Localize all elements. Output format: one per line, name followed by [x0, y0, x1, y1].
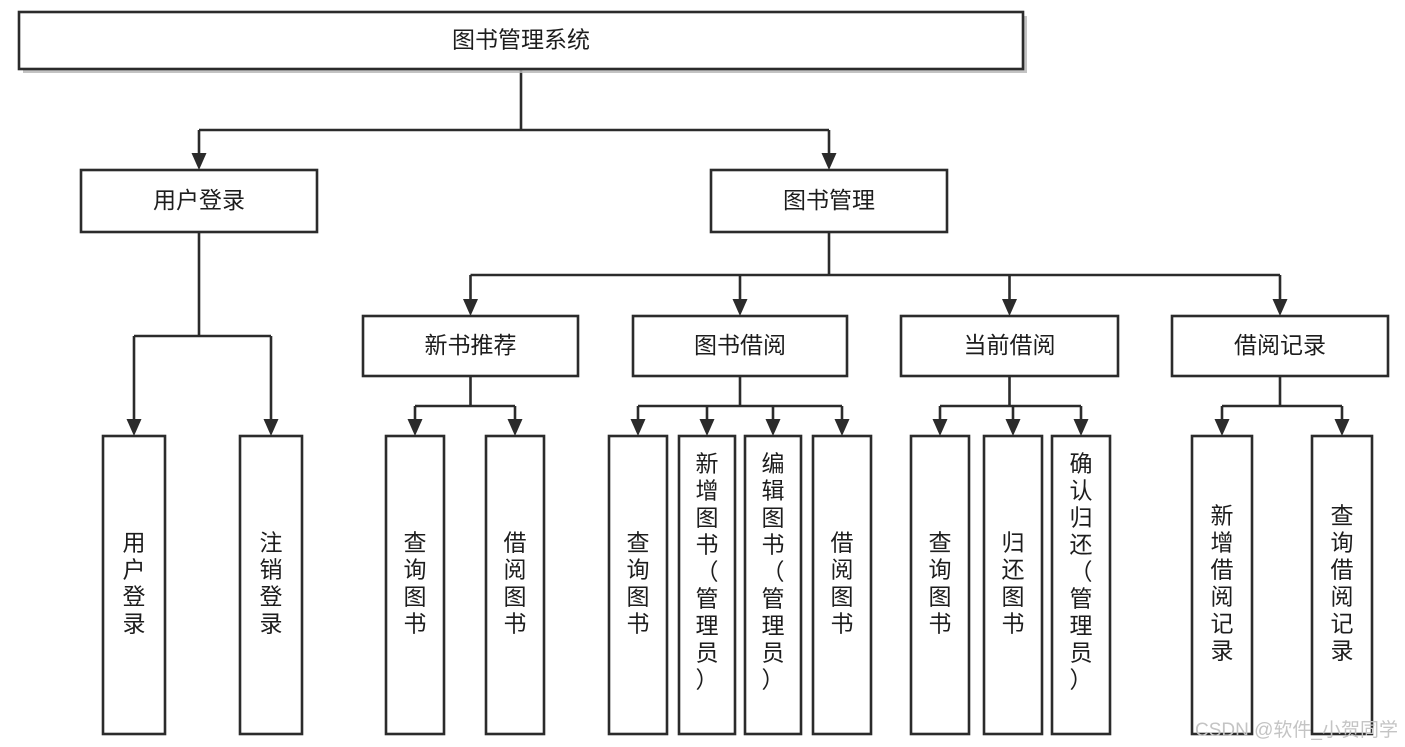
node-rect[interactable]: [361, 314, 580, 378]
node-leaf_1[interactable]: 注销登录: [238, 434, 304, 736]
arrowhead-icon: [1334, 419, 1350, 436]
node-label: 新增图书（管理员）: [696, 451, 719, 693]
edge-group-current-borrow-to-leaves: [932, 376, 1089, 436]
arrowhead-icon: [463, 299, 478, 316]
node-l2_0[interactable]: 用户登录: [79, 168, 319, 234]
node-label: 图书管理系统: [452, 27, 590, 53]
edge-group-user-login-to-leaves: [126, 232, 279, 436]
node-label: 注销登录: [260, 530, 283, 637]
node-label: 查询图书: [627, 530, 650, 637]
node-label: 查询借阅记录: [1331, 503, 1354, 664]
connector-edges-layer: [126, 69, 1350, 436]
arrowhead-icon: [263, 419, 279, 436]
node-rect[interactable]: [743, 434, 803, 736]
arrowhead-icon: [1005, 419, 1021, 436]
arrowhead-icon: [732, 299, 748, 316]
node-label: 归还图书: [1002, 530, 1025, 637]
node-l3_1[interactable]: 图书借阅: [631, 314, 849, 378]
node-boxes-layer: 图书管理系统用户登录图书管理新书推荐图书借阅当前借阅借阅记录用户登录注销登录查询…: [17, 10, 1390, 736]
node-label: 图书管理: [783, 187, 875, 213]
node-rect[interactable]: [1310, 434, 1374, 736]
arrowhead-icon: [932, 419, 948, 436]
node-rect[interactable]: [982, 434, 1044, 736]
node-l3_2[interactable]: 当前借阅: [899, 314, 1120, 378]
node-leaf_7[interactable]: 借阅图书: [811, 434, 873, 736]
node-label: 确认归还（管理员）: [1070, 451, 1093, 693]
node-leaf_0[interactable]: 用户登录: [101, 434, 167, 736]
node-leaf_4[interactable]: 查询图书: [607, 434, 669, 736]
node-leaf_5[interactable]: 新增图书（管理员）: [677, 434, 737, 736]
csdn-watermark: CSDN @软件_小贺同学: [1195, 719, 1398, 741]
node-leaf_3[interactable]: 借阅图书: [484, 434, 546, 736]
node-label: 借阅图书: [504, 530, 527, 637]
node-label: 编辑图书（管理员）: [762, 451, 785, 693]
arrowhead-icon: [821, 153, 837, 170]
arrowhead-icon: [191, 153, 207, 170]
node-leaf_6[interactable]: 编辑图书（管理员）: [743, 434, 803, 736]
node-label: 新增借阅记录: [1211, 503, 1234, 664]
node-rect[interactable]: [17, 10, 1025, 71]
node-leaf_9[interactable]: 归还图书: [982, 434, 1044, 736]
node-label: 图书借阅: [694, 332, 786, 358]
arrowhead-icon: [699, 419, 715, 436]
arrowhead-icon: [507, 419, 523, 436]
node-label: 查询图书: [404, 530, 427, 637]
node-rect[interactable]: [101, 434, 167, 736]
node-rect[interactable]: [607, 434, 669, 736]
node-rect[interactable]: [709, 168, 949, 234]
node-root[interactable]: 图书管理系统: [17, 10, 1027, 73]
arrowhead-icon: [834, 419, 850, 436]
edge-group-root-to-level2: [191, 69, 837, 170]
node-label: 当前借阅: [964, 332, 1056, 358]
arrowhead-icon: [1214, 419, 1230, 436]
node-rect[interactable]: [484, 434, 546, 736]
arrowhead-icon: [126, 419, 142, 436]
node-rect[interactable]: [1170, 314, 1390, 378]
node-label: 借阅记录: [1234, 332, 1326, 358]
node-l3_0[interactable]: 新书推荐: [361, 314, 580, 378]
arrowhead-icon: [765, 419, 781, 436]
arrowhead-icon: [630, 419, 646, 436]
node-l2_1[interactable]: 图书管理: [709, 168, 949, 234]
node-rect[interactable]: [79, 168, 319, 234]
edge-group-borrow-to-leaves: [630, 376, 850, 436]
node-label: 用户登录: [123, 530, 146, 637]
node-rect[interactable]: [238, 434, 304, 736]
node-rect[interactable]: [677, 434, 737, 736]
node-rect[interactable]: [384, 434, 446, 736]
node-rect[interactable]: [899, 314, 1120, 378]
arrowhead-icon: [407, 419, 423, 436]
edge-group-new-book-to-leaves: [407, 376, 523, 436]
node-leaf_2[interactable]: 查询图书: [384, 434, 446, 736]
node-leaf_10[interactable]: 确认归还（管理员）: [1050, 434, 1112, 736]
arrowhead-icon: [1073, 419, 1089, 436]
node-label: 用户登录: [153, 187, 245, 213]
node-label: 查询图书: [929, 530, 952, 637]
node-rect[interactable]: [909, 434, 971, 736]
node-label: 新书推荐: [425, 332, 517, 358]
edge-group-borrow-record-to-leaves: [1214, 376, 1350, 436]
arrowhead-icon: [1002, 299, 1017, 316]
node-l3_3[interactable]: 借阅记录: [1170, 314, 1390, 378]
node-rect[interactable]: [1050, 434, 1112, 736]
edge-group-book-management-to-level3: [463, 232, 1288, 316]
arrowhead-icon: [1272, 299, 1288, 316]
node-rect[interactable]: [1190, 434, 1254, 736]
node-rect[interactable]: [631, 314, 849, 378]
node-leaf_8[interactable]: 查询图书: [909, 434, 971, 736]
node-label: 借阅图书: [831, 530, 854, 637]
node-rect[interactable]: [811, 434, 873, 736]
node-leaf_11[interactable]: 新增借阅记录: [1190, 434, 1254, 736]
node-leaf_12[interactable]: 查询借阅记录: [1310, 434, 1374, 736]
